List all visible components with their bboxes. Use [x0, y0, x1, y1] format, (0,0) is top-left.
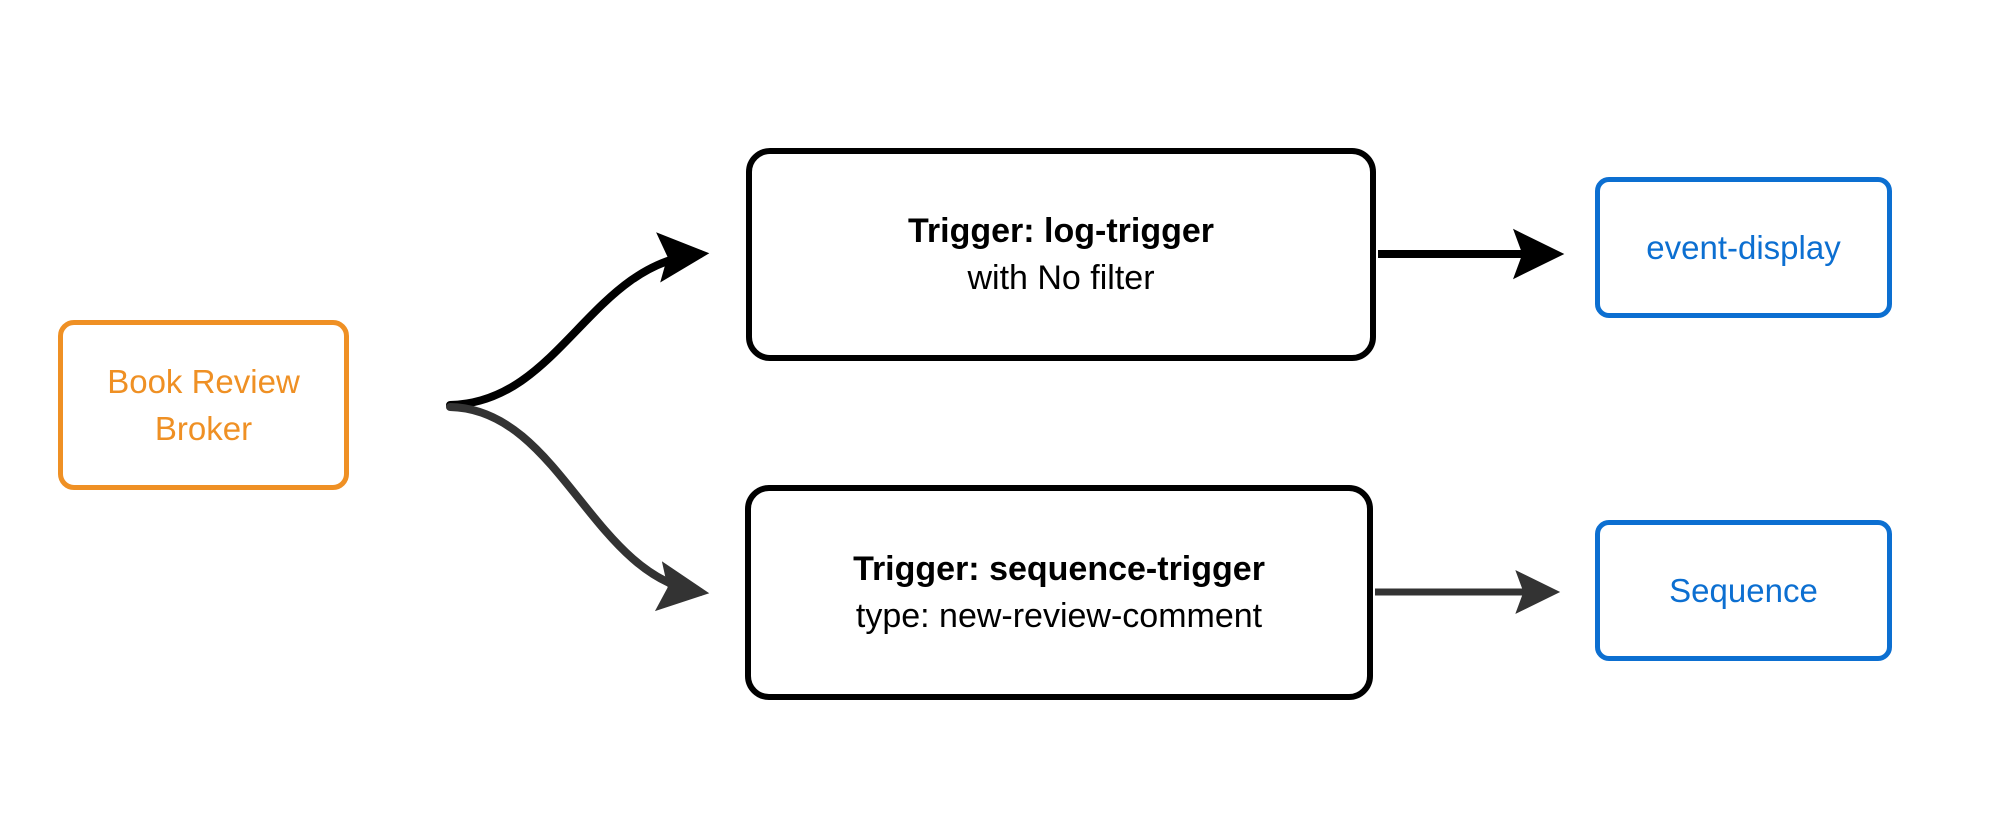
node-log-trigger[interactable]: Trigger: log-trigger with No filter: [746, 148, 1376, 361]
event-display-label: event-display: [1646, 228, 1841, 266]
log-trigger-subtitle: with No filter: [967, 258, 1155, 297]
node-sequence-trigger[interactable]: Trigger: sequence-trigger type: new-revi…: [745, 485, 1373, 700]
sequence-trigger-title: Trigger: sequence-trigger: [853, 549, 1265, 588]
edge-broker-to-sequence-trigger: [446, 403, 710, 612]
broker-label-line-2: Broker: [154, 410, 253, 447]
node-book-review-broker[interactable]: Book Review Broker: [58, 320, 349, 490]
broker-label-line-1: Book Review: [107, 363, 300, 400]
sequence-label: Sequence: [1669, 571, 1818, 609]
node-event-display[interactable]: event-display: [1595, 177, 1892, 318]
sequence-trigger-subtitle: type: new-review-comment: [855, 596, 1263, 635]
edge-broker-to-log-trigger: [446, 232, 710, 409]
node-sequence[interactable]: Sequence: [1595, 520, 1892, 661]
log-trigger-title: Trigger: log-trigger: [908, 211, 1214, 250]
